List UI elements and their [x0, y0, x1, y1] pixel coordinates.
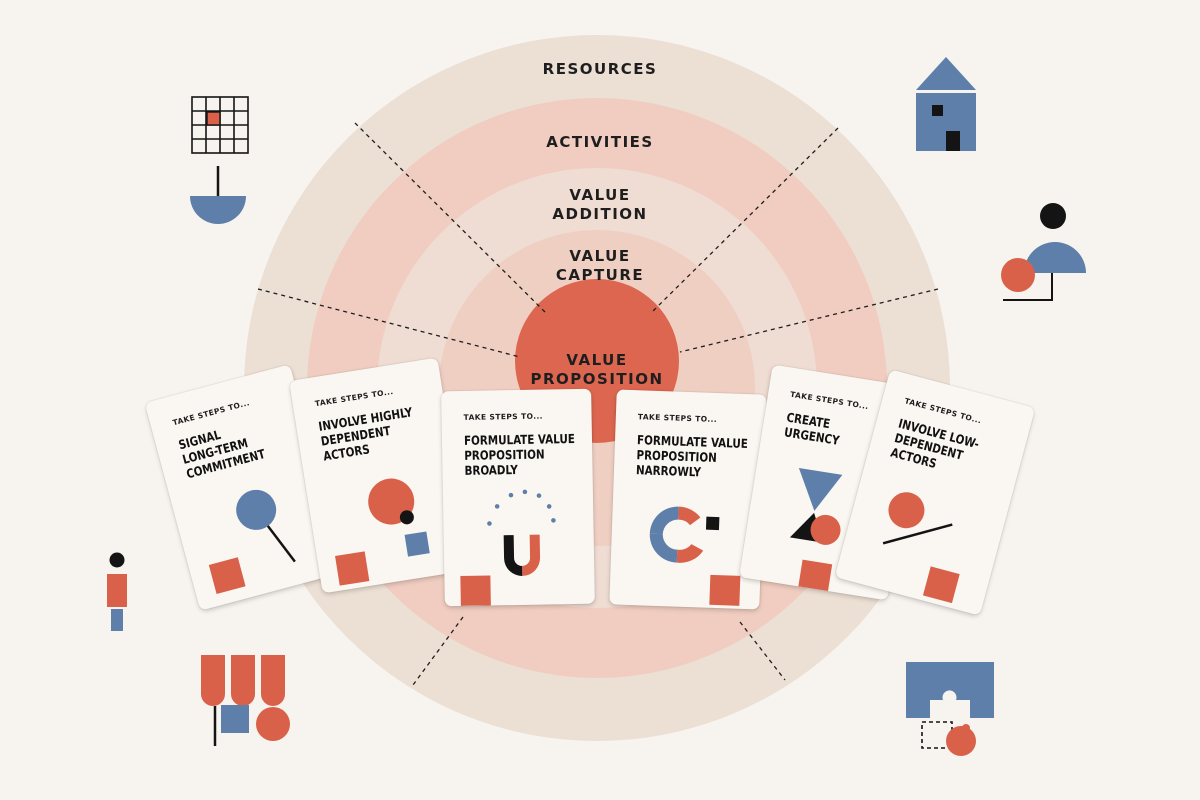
ring-label-line: CAPTURE — [555, 266, 645, 284]
card-involve-highly-dependent-actors[interactable]: TAKE STEPS TO... INVOLVE HIGHLY DEPENDEN… — [289, 357, 471, 594]
ring-label-line: PROPOSITION — [530, 370, 664, 388]
ring-label-line: VALUE — [566, 351, 628, 369]
magnet-icon — [460, 489, 556, 607]
ring-label-line: ADDITION — [552, 205, 648, 223]
card-create-urgency[interactable]: TAKE STEPS TO... CREATE URGENCY — [739, 364, 921, 601]
card-involve-low-dependent-actors[interactable]: TAKE STEPS TO... INVOLVE LOW-DEPENDENT A… — [834, 369, 1036, 616]
percent-icon — [882, 492, 960, 604]
puzzle-icon — [906, 662, 994, 756]
hourglass-icon — [789, 467, 843, 594]
lollipop-icon — [208, 489, 296, 594]
ring-label-value-addition: VALUE ADDITION — [0, 186, 1200, 224]
ring-label-line: VALUE — [569, 186, 631, 204]
card-formulate-broadly[interactable]: TAKE STEPS TO... FORMULATE VALUE PROPOSI… — [441, 388, 595, 607]
ring-gap-icon — [649, 506, 741, 606]
person-icon — [107, 552, 127, 631]
circle-square-icon — [335, 478, 430, 586]
ring-label-value-proposition: VALUE PROPOSITION — [0, 351, 1197, 389]
ring-label-resources: RESOURCES — [542, 60, 658, 78]
card-formulate-narrowly[interactable]: TAKE STEPS TO... FORMULATE VALUE PROPOSI… — [609, 389, 767, 610]
ring-label-line: VALUE — [569, 247, 631, 265]
ring-label-value-capture: VALUE CAPTURE — [0, 247, 1200, 285]
ring-label-activities: ACTIVITIES — [546, 133, 654, 151]
sector-dividers — [257, 122, 939, 686]
people-icon — [1001, 203, 1086, 301]
house-icon — [916, 57, 976, 151]
shop-awning-icon — [201, 655, 290, 746]
card-signal-long-term-commitment[interactable]: TAKE STEPS TO... SIGNAL LONG-TERM COMMIT… — [144, 364, 346, 611]
grid-umbrella-icon — [190, 96, 249, 224]
